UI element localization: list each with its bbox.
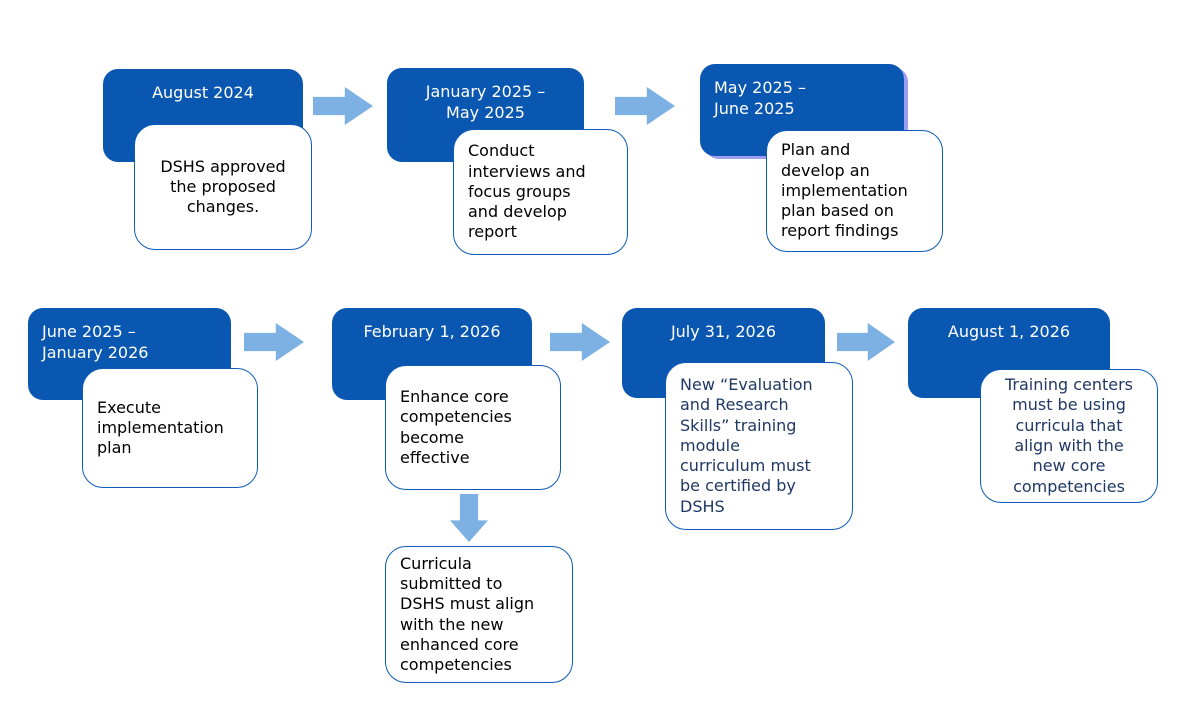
milestone-desc-text: Conduct interviews and focus groups and …	[468, 141, 586, 242]
milestone-desc-text: Training centers must be using curricula…	[1004, 375, 1134, 496]
right-arrow-icon	[244, 323, 304, 361]
right-arrow-icon	[550, 323, 610, 361]
milestone-desc-text: New “Evaluation and Research Skills” tra…	[680, 374, 813, 516]
followup-desc-text: Curricula submitted to DSHS must align w…	[400, 553, 535, 675]
followup-desc-curricula-align: Curricula submitted to DSHS must align w…	[385, 546, 573, 683]
milestone-desc-execute-plan: Execute implementation plan	[82, 368, 258, 488]
milestone-desc-training-module-certified: New “Evaluation and Research Skills” tra…	[665, 362, 853, 530]
milestone-desc-dshs-approved: DSHS approved the proposed changes.	[134, 124, 312, 250]
milestone-desc-training-centers-curricula: Training centers must be using curricula…	[980, 369, 1158, 503]
milestone-desc-text: DSHS approved the proposed changes.	[160, 156, 286, 217]
milestone-desc-text: Execute implementation plan	[97, 397, 224, 458]
right-arrow-icon	[313, 87, 373, 125]
milestone-desc-text: Plan and develop an implementation plan …	[781, 140, 908, 241]
right-arrow-icon	[615, 87, 675, 125]
down-arrow-icon	[450, 494, 488, 542]
milestone-desc-text: Enhance core competencies become effecti…	[400, 386, 512, 467]
milestone-desc-conduct-interviews: Conduct interviews and focus groups and …	[453, 129, 628, 255]
milestone-desc-core-competencies-effective: Enhance core competencies become effecti…	[385, 365, 561, 490]
right-arrow-icon	[837, 323, 895, 361]
milestone-desc-implementation-plan: Plan and develop an implementation plan …	[766, 130, 943, 252]
